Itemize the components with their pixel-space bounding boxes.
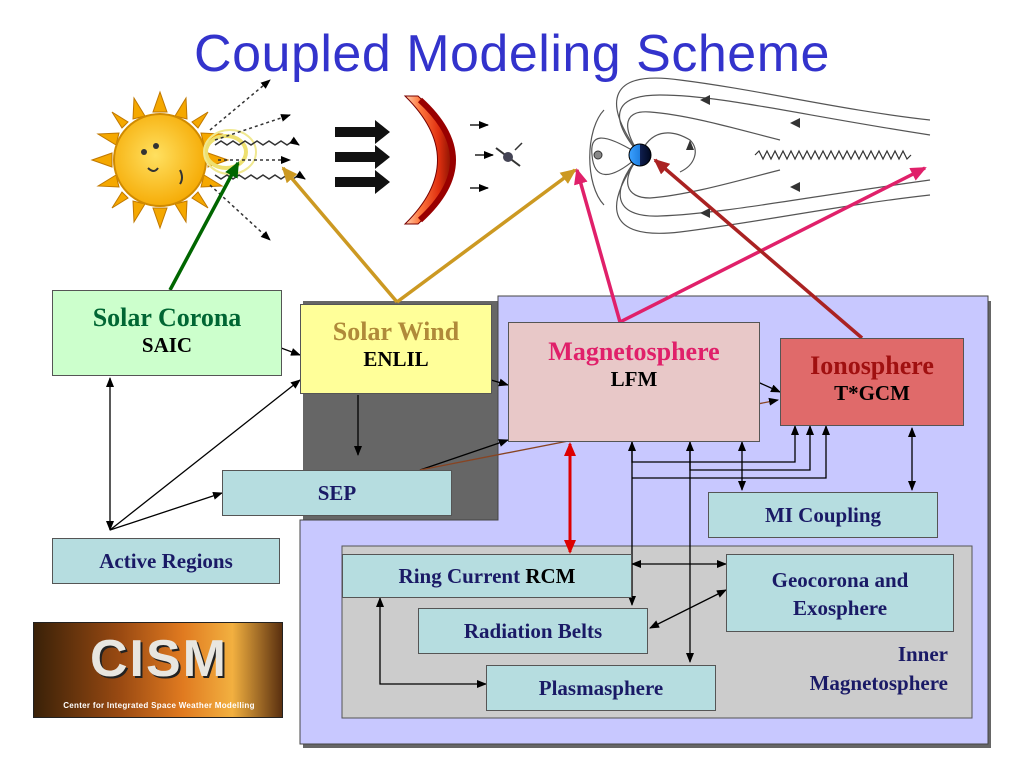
- solar-corona-label: Solar Corona: [92, 303, 242, 332]
- plasmasphere-label: Plasmasphere: [538, 676, 664, 700]
- sun-icon: [90, 90, 257, 230]
- mi-coupling-label: MI Coupling: [764, 503, 882, 527]
- sep-box[interactable]: SEP: [222, 470, 452, 516]
- ionosphere-box[interactable]: Ionosphere T*GCM: [780, 338, 964, 426]
- plasmasphere-box[interactable]: Plasmasphere: [486, 665, 716, 711]
- geocorona-label-line1: Geocorona and: [771, 568, 909, 592]
- ionosphere-label: Ionosphere: [810, 351, 934, 380]
- geocorona-box[interactable]: Geocorona and Exosphere: [726, 554, 954, 632]
- magnetosphere-model: LFM: [610, 367, 658, 391]
- field-line-arrows: [686, 95, 800, 218]
- solar-corona-box[interactable]: Solar Corona SAIC: [52, 290, 282, 376]
- magnetosphere-box[interactable]: Magnetosphere LFM: [508, 322, 760, 442]
- ring-current-label: Ring Current: [398, 564, 521, 588]
- active-regions-label: Active Regions: [99, 549, 233, 573]
- inner-magnetosphere-label: Inner Magnetosphere: [740, 640, 948, 698]
- geocorona-label-line2: Exosphere: [792, 596, 888, 620]
- cism-logo-subtitle: Center for Integrated Space Weather Mode…: [63, 701, 255, 710]
- cism-logo: CISM Center for Integrated Space Weather…: [33, 622, 283, 718]
- radiation-belts-label: Radiation Belts: [463, 619, 603, 643]
- active-regions-box[interactable]: Active Regions: [52, 538, 280, 584]
- cism-logo-letters: CISM: [90, 630, 228, 688]
- magnetosphere-label: Magnetosphere: [548, 337, 720, 366]
- sep-label: SEP: [317, 481, 357, 505]
- coupling-arrows: [106, 341, 916, 688]
- ring-current-model: RCM: [525, 564, 576, 588]
- solar-wind-label: Solar Wind: [332, 317, 460, 346]
- sun-radiation-rays: [209, 79, 306, 241]
- spacecraft-icon: [495, 142, 523, 167]
- post-shock-arrows: [470, 121, 494, 192]
- solar-wind-arrows-icon: [335, 120, 390, 194]
- inner-magnetosphere-line2: Magnetosphere: [809, 671, 948, 695]
- solar-wind-model: ENLIL: [363, 347, 429, 371]
- ionosphere-model: T*GCM: [834, 381, 910, 405]
- cme-shock-icon: [403, 95, 456, 225]
- inner-magnetosphere-line1: Inner: [897, 642, 948, 666]
- earth-icon: [593, 143, 652, 167]
- solar-corona-model: SAIC: [141, 333, 193, 357]
- magnetotail-icon: [754, 149, 912, 161]
- magnetosphere-icon: [589, 77, 931, 234]
- model-to-image-arrows: [168, 158, 927, 340]
- radiation-belts-box[interactable]: Radiation Belts: [418, 608, 648, 654]
- solar-wind-box[interactable]: Solar Wind ENLIL: [300, 304, 492, 394]
- mi-coupling-box[interactable]: MI Coupling: [708, 492, 938, 538]
- ring-current-box[interactable]: Ring Current RCM: [342, 554, 632, 598]
- slide-title: Coupled Modeling Scheme: [194, 25, 830, 83]
